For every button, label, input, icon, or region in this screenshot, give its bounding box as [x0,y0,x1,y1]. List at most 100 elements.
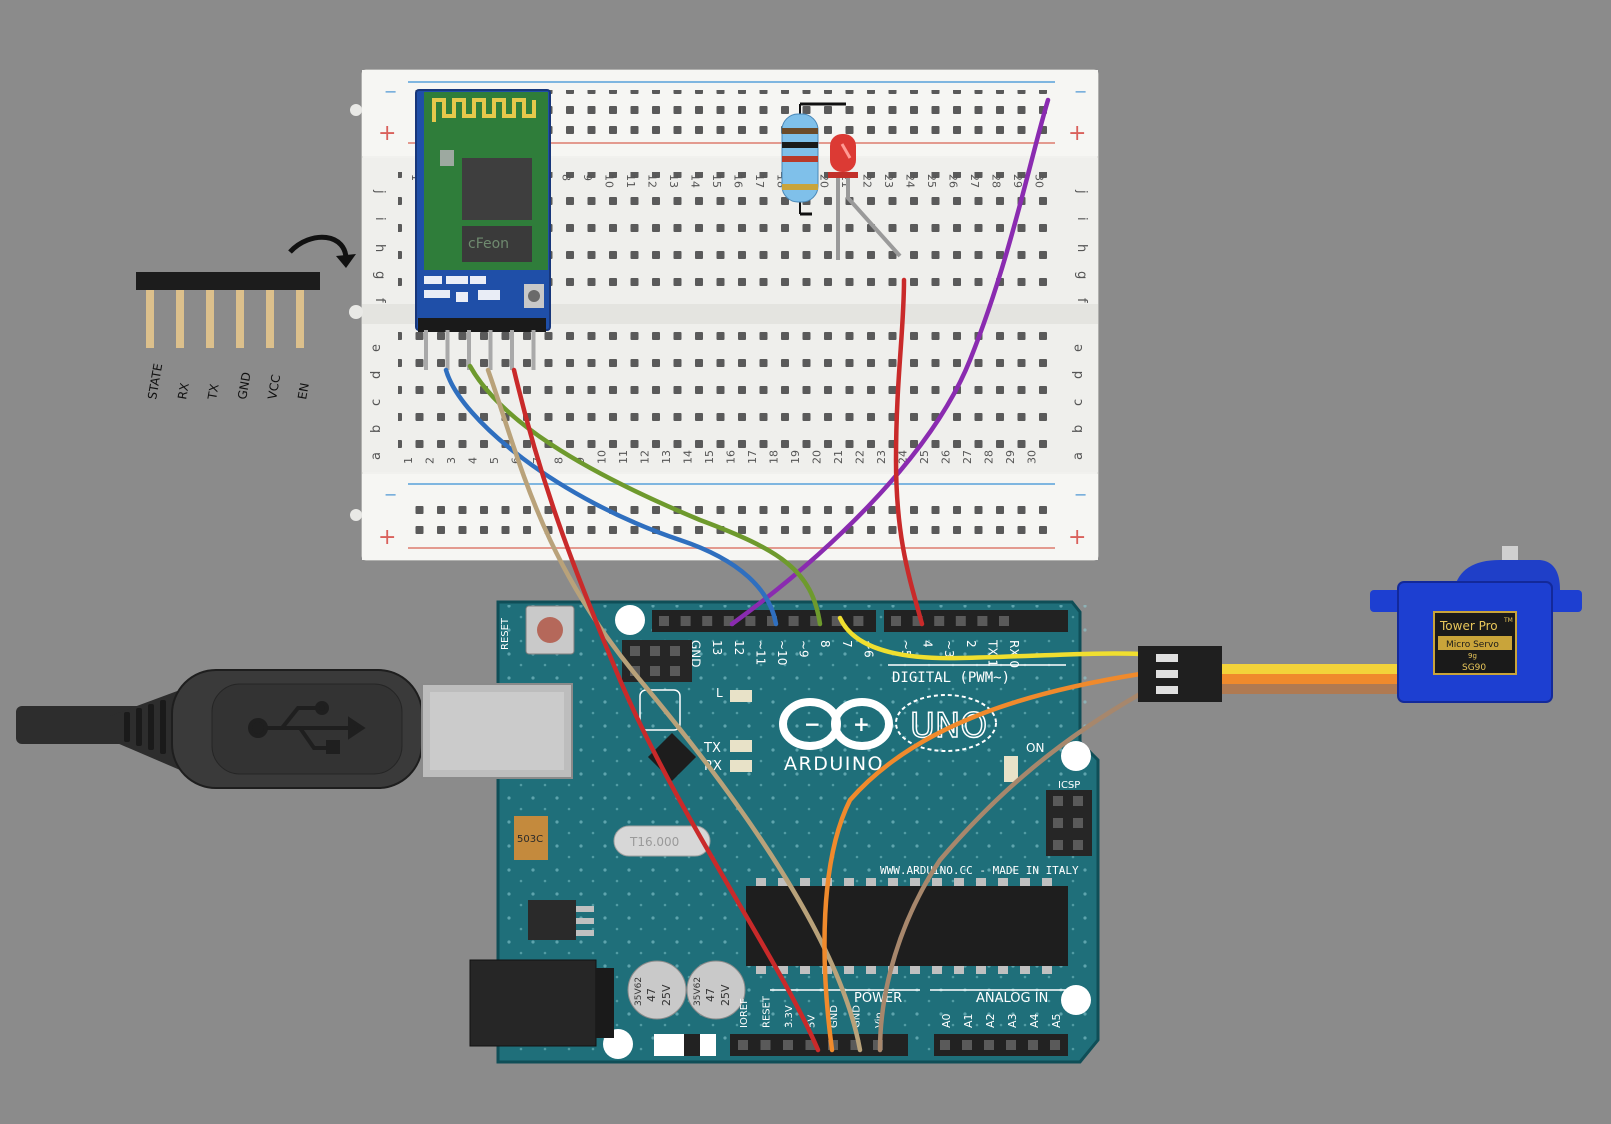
analog-socket[interactable] [962,1040,972,1050]
header-pin [206,290,214,348]
rail-plus-label-bl: + [378,525,396,550]
analog-in-label: ANALOG IN [976,991,1048,1006]
digital-pin-label: 7 [840,640,854,648]
bt-pin-label: RX [175,382,192,401]
column-number: 23 [882,174,895,188]
digital-socket[interactable] [723,616,734,626]
column-number: 26 [947,174,960,188]
digital-socket[interactable] [831,616,842,626]
digital-pin-label: ~9 [797,640,811,658]
wire-brown [877,691,1143,1053]
rail-minus-label-tr: − [1074,82,1087,101]
power-socket[interactable] [805,1040,816,1050]
digital-socket[interactable] [977,616,988,626]
svg-text:−: − [804,712,821,736]
digital-pin-label: 13 [710,640,724,655]
usb-cable [16,669,573,789]
header-pin [266,290,274,348]
digital-socket[interactable] [767,616,777,626]
crystal-oscillator [613,825,711,857]
power-pin-label: 5V [807,1015,818,1028]
chip-pin [778,966,788,974]
chip-pin [800,966,810,974]
column-number: 16 [725,450,738,464]
row-letter: j [1074,189,1089,194]
svg-text:47: 47 [645,988,658,1002]
column-number: 10 [596,450,609,464]
power-header [730,1034,908,1056]
servo-connector [1138,646,1402,702]
analog-pin-label: A4 [1028,1013,1041,1028]
chip-pin [756,966,766,974]
analog-socket[interactable] [1006,1040,1016,1050]
column-number: 10 [603,174,616,188]
digital-socket[interactable] [934,616,945,626]
reset-button-cap[interactable] [537,617,563,643]
column-number: 22 [861,174,874,188]
digital-socket[interactable] [702,616,713,626]
power-label: POWER [854,991,902,1006]
chip-pin [954,878,964,886]
column-number: 11 [624,174,637,188]
rail-minus-label-bl: − [384,485,397,504]
chip-pin [910,878,920,886]
digital-socket[interactable] [891,616,901,626]
rail-plus-label-br: + [1068,525,1086,550]
digital-socket[interactable] [999,616,1009,626]
column-number: 13 [667,174,680,188]
led-l-label: L [716,686,723,700]
rail-minus-label-br: − [1074,485,1087,504]
sg90-servo: Tower Pro TM Micro Servo 9g SG90 [1370,546,1582,703]
analog-socket[interactable] [1050,1040,1060,1050]
chip-pin [932,878,942,886]
column-number: 17 [746,450,759,464]
analog-pin-label: A2 [984,1013,997,1028]
column-number: 14 [689,174,702,188]
digital-socket[interactable] [853,616,864,626]
power-pin-label: RESET [762,995,773,1028]
polyfuse [514,816,548,860]
digital-socket[interactable] [745,616,756,626]
digital-pin-label: 2 [964,640,978,648]
capacitor-1: 35V62 47 25V [627,960,687,1020]
bt-pin-label: VCC [265,374,283,401]
servo-tm: TM [1503,617,1513,624]
row-letter: e [369,344,384,352]
column-number: 26 [940,450,953,464]
column-number: 1 [402,457,415,464]
row-letter: h [372,244,387,252]
column-number: 4 [467,457,480,464]
row-letter: i [372,217,387,221]
digital-pin-label: 4 [921,640,935,648]
digital-socket[interactable] [955,616,966,626]
analog-socket[interactable] [1028,1040,1038,1050]
power-socket[interactable] [738,1040,748,1050]
digital-socket[interactable] [788,616,799,626]
digital-socket[interactable] [912,616,923,626]
power-pin-label: GND [829,1005,840,1028]
power-socket[interactable] [850,1040,861,1050]
digital-pin-label: 8 [818,640,832,648]
dc-barrel-jack[interactable] [469,959,597,1047]
analog-socket[interactable] [940,1040,950,1050]
digital-socket[interactable] [680,616,691,626]
svg-text:+: + [853,712,870,736]
column-number: 14 [682,450,695,464]
bt-module-pins [424,330,536,370]
digital-socket[interactable] [810,616,821,626]
power-socket[interactable] [783,1040,793,1050]
column-number: 8 [553,457,566,464]
chip-pin [1042,966,1052,974]
fuse-label: 503C [517,834,543,845]
digital-pin-label: ~3 [942,640,956,658]
analog-socket[interactable] [984,1040,994,1050]
column-number: 22 [854,450,867,464]
column-number: 18 [768,450,781,464]
digital-socket[interactable] [659,616,669,626]
power-socket[interactable] [760,1040,771,1050]
column-number: 13 [660,450,673,464]
